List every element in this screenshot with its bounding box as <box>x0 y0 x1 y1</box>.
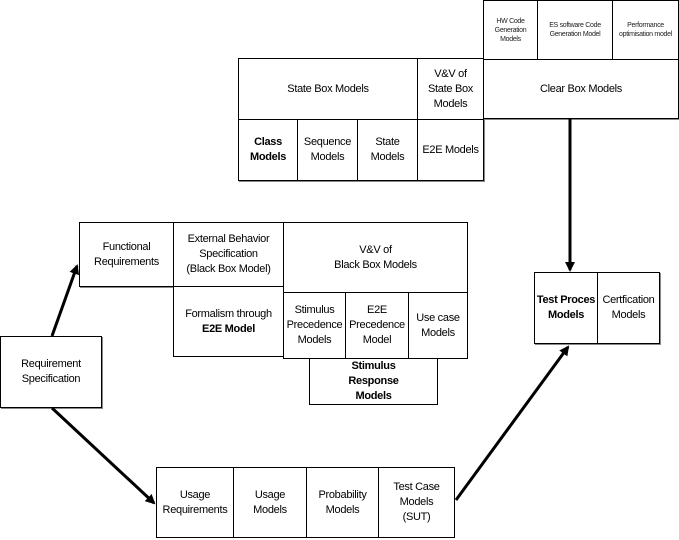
state-box-models-label: State Box Models <box>287 82 369 95</box>
stimulus-response-box: Stimulus Response Models <box>309 358 438 405</box>
es-software-code-label: ES software Code Generation Model <box>549 22 601 38</box>
external-behavior-box: External Behavior Specification (Black B… <box>173 222 284 287</box>
formalism-e2e-model-label: E2E Model <box>202 322 255 335</box>
performance-optimisation-label: Performance optimisation model <box>619 22 672 38</box>
e2e-precedence-label: E2E Precedence Model <box>349 304 405 346</box>
functional-requirements-label: Functional Requirements <box>94 240 159 268</box>
usage-models-label: Usage Models <box>253 488 287 516</box>
usage-requirements-label: Usage Requirements <box>162 488 228 516</box>
es-software-code-box: ES software Code Generation Model <box>537 0 613 60</box>
formalism-label: Formalism through <box>185 307 272 320</box>
state-box-models-header: State Box Models <box>238 58 418 120</box>
external-behavior-label: External Behavior Specification (Black B… <box>186 233 271 275</box>
e2e-models-box: E2E Models <box>417 119 484 181</box>
stimulus-precedence-box: Stimulus Precedence Models <box>283 292 346 359</box>
arrow-requirement-to-functional <box>50 264 80 337</box>
usage-models-box: Usage Models <box>233 467 307 538</box>
functional-requirements-box: Functional Requirements <box>79 222 174 287</box>
certification-models-label: Certfication Models <box>602 294 655 321</box>
vv-black-box-label: V&V of Black Box Models <box>334 243 417 271</box>
performance-optimisation-box: Performance optimisation model <box>612 0 679 60</box>
sequence-models-box: Sequence Models <box>297 119 358 181</box>
state-models-label: State Models <box>370 136 405 163</box>
sequence-models-label: Sequence Models <box>303 136 352 163</box>
test-case-models-box: Test Case Models (SUT) <box>378 467 455 538</box>
use-case-models-label: Use case Models <box>416 311 460 339</box>
stimulus-precedence-label: Stimulus Precedence Models <box>286 304 343 346</box>
requirement-specification-label: Requirement Specification <box>21 358 81 385</box>
use-case-models-box: Use case Models <box>408 292 468 359</box>
vv-state-box-box: V&V of State Box Models <box>417 58 484 120</box>
clear-box-models-label: Clear Box Models <box>539 82 622 95</box>
test-process-models-label: Test Proces Models <box>536 294 596 321</box>
certification-models-box: Certfication Models <box>597 272 660 344</box>
test-process-models-box: Test Proces Models <box>534 272 598 344</box>
hw-code-generation-label: HW Code Generation Models <box>494 17 527 43</box>
arrow-requirement-to-usage <box>50 406 156 505</box>
probability-models-label: Probability Models <box>318 488 367 516</box>
clear-box-models-box: Clear Box Models <box>483 59 679 119</box>
hw-code-generation-box: HW Code Generation Models <box>483 0 538 60</box>
state-models-box: State Models <box>357 119 418 181</box>
vv-state-box-label: V&V of State Box Models <box>428 67 473 110</box>
requirement-specification-box: Requirement Specification <box>0 336 102 408</box>
test-case-models-label: Test Case Models (SUT) <box>393 481 440 523</box>
usage-requirements-box: Usage Requirements <box>156 467 234 538</box>
stimulus-response-label: Stimulus Response Models <box>348 360 399 402</box>
e2e-models-label: E2E Models <box>422 143 479 156</box>
arrow-testcase-to-testprocess <box>454 345 570 501</box>
class-models-label: Class Models <box>249 136 287 163</box>
